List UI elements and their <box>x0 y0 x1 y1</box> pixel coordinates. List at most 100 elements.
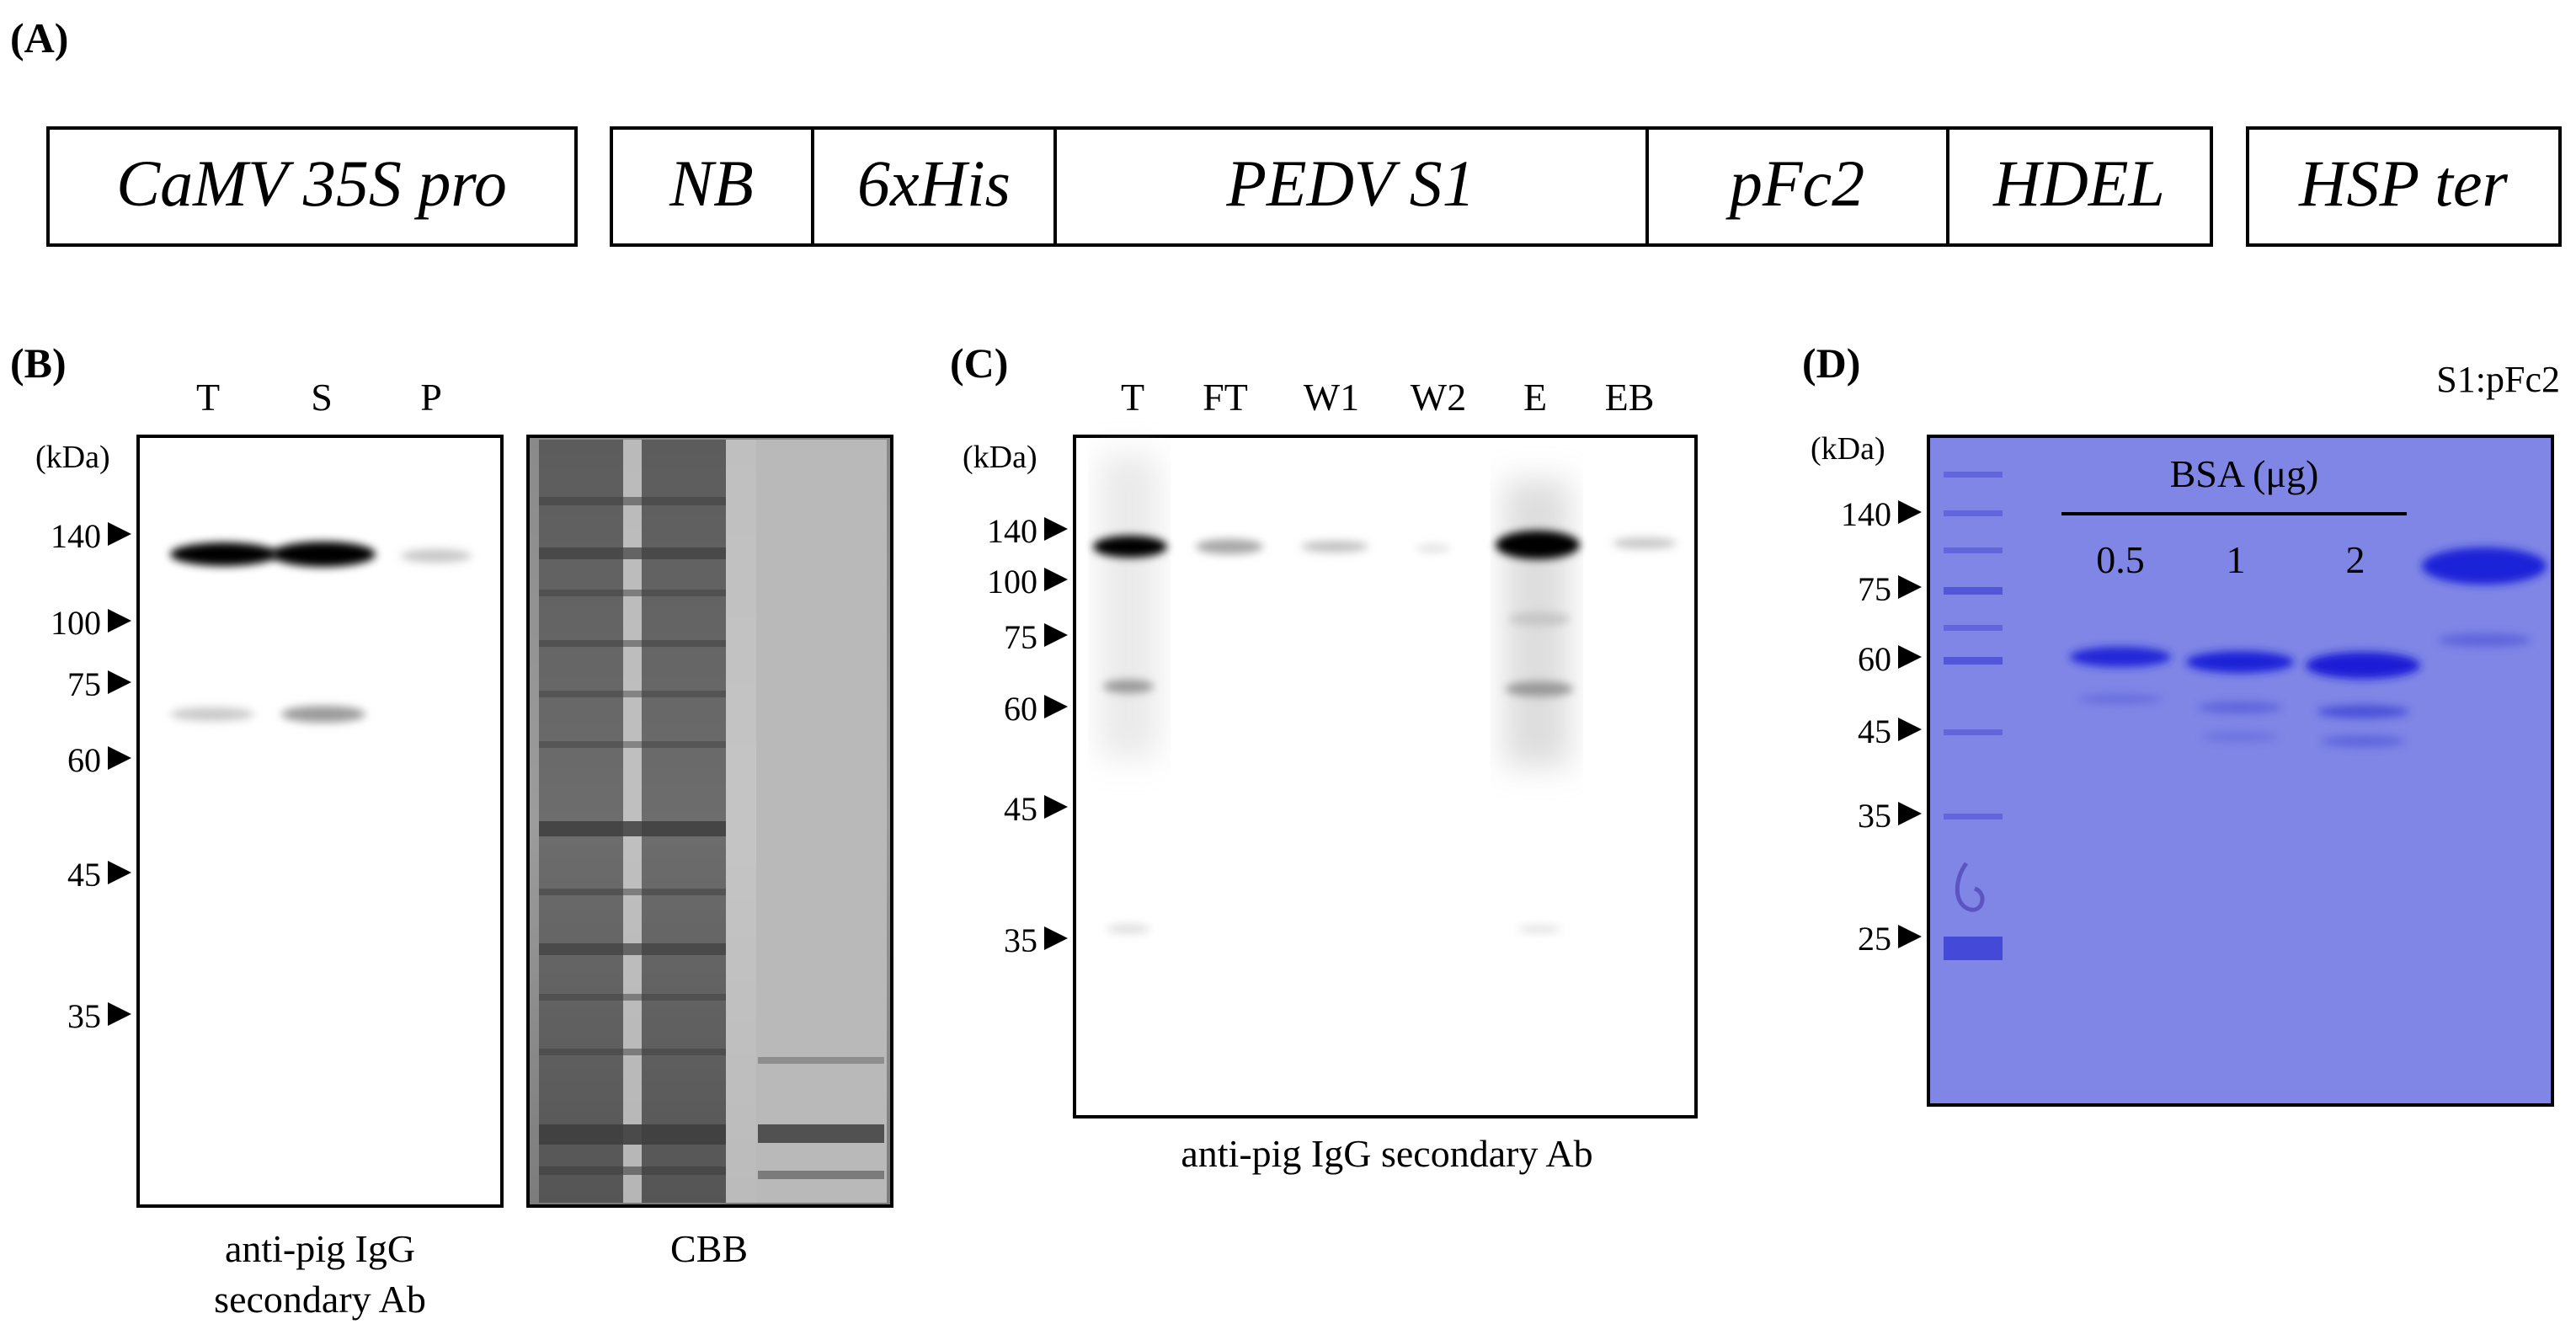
cbb-band <box>539 497 726 505</box>
blot-band <box>1613 537 1677 549</box>
blot-b-caption-line2: secondary Ab <box>214 1278 426 1321</box>
blot-b-caption-line1: anti-pig IgG <box>225 1227 415 1270</box>
blot-band <box>271 542 376 567</box>
panel-c-label: (C) <box>950 339 1008 387</box>
cbb-band <box>539 821 726 836</box>
marker-35: 35 <box>67 997 101 1035</box>
marker-35: 35 <box>1004 921 1037 959</box>
segment-pedv-s1: PEDV S1 <box>1225 147 1475 220</box>
blot-band <box>1301 541 1368 553</box>
marker-60: 60 <box>67 741 101 779</box>
marker-arrow <box>1044 623 1068 647</box>
cbb-band <box>758 1171 884 1179</box>
ladder-artifact <box>1955 862 1985 912</box>
gel-band <box>2198 702 2282 713</box>
segment-camv-35s-pro: CaMV 35S pro <box>116 147 507 220</box>
coomassie-gel-d <box>1927 435 2554 1107</box>
cbb-band <box>539 741 726 748</box>
cbb-band <box>539 943 726 955</box>
cbb-bands <box>539 497 884 1179</box>
gel-band <box>2070 647 2171 667</box>
marker-arrow <box>108 861 131 884</box>
marker-140: 140 <box>51 517 101 555</box>
bsa-header: BSA (μg) <box>2170 452 2319 495</box>
marker-100: 100 <box>987 563 1037 601</box>
marker-arrow <box>1044 695 1068 718</box>
blot-band <box>1093 536 1167 558</box>
cbb-band <box>539 590 726 596</box>
ladder-band <box>1944 510 2003 516</box>
lane-label-t: T <box>1121 376 1144 419</box>
blot-band <box>1107 924 1150 934</box>
panel-c: (C) T FT W1 W2 E EB (kDa) 140 100 75 60 … <box>950 339 1698 1175</box>
marker-60: 60 <box>1858 640 1891 678</box>
marker-arrow <box>108 1002 131 1026</box>
marker-45: 45 <box>67 856 101 894</box>
marker-140: 140 <box>1841 495 1891 533</box>
cbb-band <box>758 1057 884 1064</box>
segment-camv-box <box>46 126 578 247</box>
construct-box <box>610 126 2213 247</box>
lane-label-t: T <box>196 376 220 419</box>
lane-label-s: S <box>311 376 333 419</box>
marker-arrow <box>108 746 131 770</box>
lane-label-ft: FT <box>1203 376 1248 419</box>
ladder-band <box>1944 547 2003 553</box>
gel-band <box>2422 547 2547 585</box>
gel-band <box>2202 732 2278 742</box>
segment-hdel: HDEL <box>1992 147 2165 220</box>
gel-band <box>2317 705 2409 718</box>
lane-label-w2: W2 <box>1411 376 1466 419</box>
cbb-band <box>539 640 726 647</box>
blot-band <box>281 706 365 723</box>
marker-arrow <box>1898 925 1922 948</box>
lane-label-e: E <box>1523 376 1547 419</box>
ladder-band <box>1944 814 2003 819</box>
panel-d-label: (D) <box>1802 339 1860 387</box>
ladder-band <box>1944 625 2003 631</box>
kda-unit-label: (kDa) <box>963 440 1037 475</box>
cbb-band <box>539 889 726 895</box>
segment-6xhis: 6xHis <box>857 147 1011 220</box>
gel-band <box>2321 735 2405 747</box>
blot-band <box>1509 612 1570 626</box>
blot-band <box>1103 680 1154 693</box>
ladder-band <box>1944 587 2003 595</box>
panel-a: (A) CaMV 35S pro NB 6xHis PEDV S1 pFc2 H… <box>10 14 2562 247</box>
ladder-lane <box>1944 472 2003 960</box>
gel-band <box>2438 633 2531 647</box>
cbb-caption: CBB <box>670 1227 748 1270</box>
marker-45: 45 <box>1858 713 1891 750</box>
blot-smear <box>1100 455 1159 758</box>
cbb-band <box>539 1049 726 1055</box>
ladder-band <box>1944 472 2003 478</box>
blot-band <box>1416 544 1450 553</box>
cbb-band <box>539 691 726 697</box>
segment-hsp-box <box>2246 126 2562 247</box>
marker-100: 100 <box>51 604 101 642</box>
cbb-band <box>539 1124 726 1145</box>
marker-arrow <box>108 522 131 546</box>
marker-arrow <box>1898 718 1922 741</box>
cbb-lane-gap <box>726 440 756 1203</box>
segment-nb: NB <box>669 147 754 220</box>
kda-unit-label: (kDa) <box>1811 431 1885 467</box>
gel-band <box>2186 651 2294 673</box>
blot-band <box>1196 539 1263 554</box>
cbb-lane <box>756 440 887 1203</box>
gel-band <box>2078 694 2163 704</box>
segment-pfc2: pFc2 <box>1725 147 1864 220</box>
marker-arrow <box>1898 645 1922 669</box>
sample-label: S1:pFc2 <box>2436 359 2560 400</box>
marker-arrow <box>1044 926 1068 950</box>
marker-45: 45 <box>1004 790 1037 828</box>
marker-60: 60 <box>1004 690 1037 728</box>
ladder-band <box>1944 729 2003 735</box>
cbb-band <box>539 994 726 1001</box>
marker-arrow <box>1898 802 1922 825</box>
blot-band <box>170 707 254 721</box>
kda-unit-label: (kDa) <box>35 440 110 475</box>
marker-25: 25 <box>1858 920 1891 958</box>
lane-label-w1: W1 <box>1304 376 1359 419</box>
ladder-band <box>1944 657 2003 665</box>
